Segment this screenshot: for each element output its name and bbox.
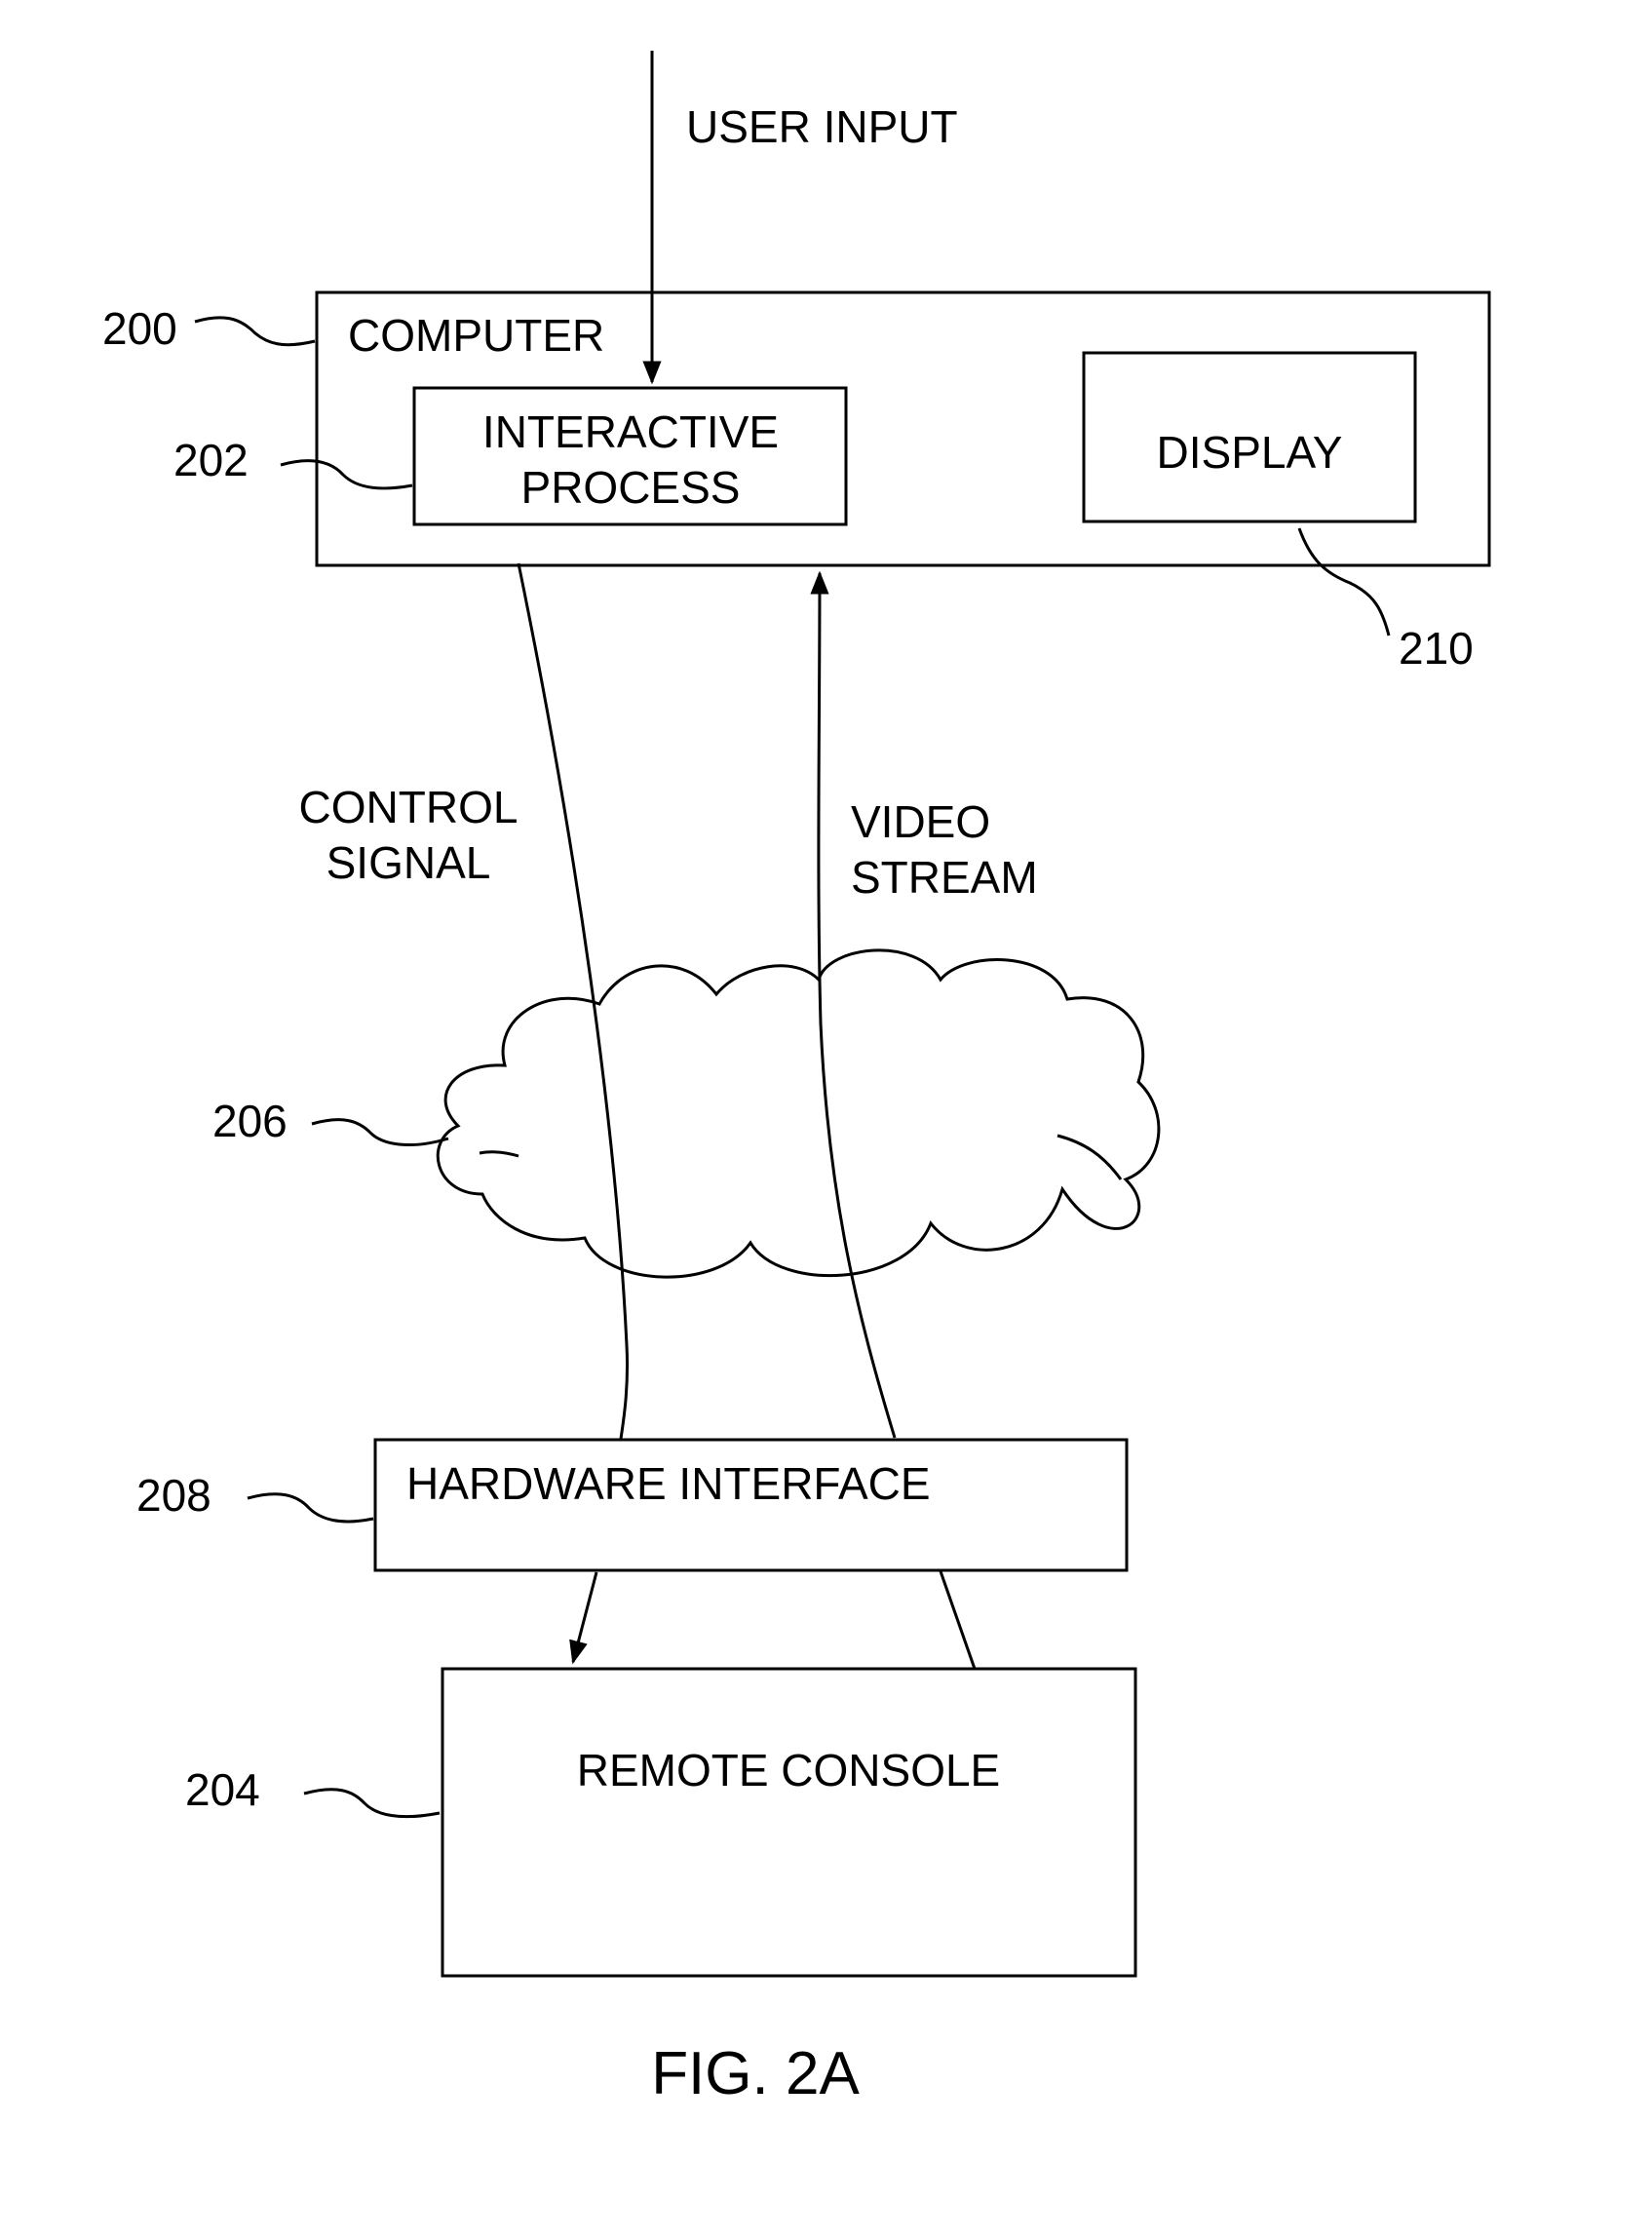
remote-console-leader [304, 1790, 440, 1817]
interactive-process-line2: PROCESS [521, 462, 741, 513]
hardware-interface-label: HARDWARE INTERFACE [406, 1458, 931, 1509]
display-leader [1299, 528, 1389, 636]
hardware-interface-ref: 208 [136, 1470, 211, 1521]
control-signal-line1: CONTROL [299, 782, 519, 832]
remote-console-label: REMOTE CONSOLE [577, 1745, 1001, 1795]
network-leader [312, 1120, 448, 1145]
computer-leader [195, 318, 315, 345]
figure-caption: FIG. 2A [651, 2040, 860, 2107]
interactive-process-leader [281, 461, 412, 488]
video-stream-line1: VIDEO [851, 796, 990, 847]
console-to-hardware-line [941, 1571, 975, 1669]
network-ref: 206 [212, 1096, 288, 1146]
cloud-inner-arc-2 [1057, 1136, 1121, 1179]
control-signal-line [519, 563, 628, 1439]
user-input-label: USER INPUT [686, 101, 958, 152]
interactive-process-line1: INTERACTIVE [482, 406, 779, 457]
hardware-to-console-arrow [573, 1572, 596, 1662]
computer-ref: 200 [102, 303, 177, 354]
video-stream-line2: STREAM [851, 852, 1038, 903]
remote-console-ref: 204 [185, 1764, 260, 1815]
remote-console-box [442, 1669, 1135, 1976]
network-cloud [438, 950, 1159, 1277]
display-label: DISPLAY [1157, 427, 1343, 478]
computer-label: COMPUTER [348, 310, 604, 361]
cloud-inner-arc-1 [480, 1152, 519, 1156]
video-stream-line [819, 573, 895, 1438]
control-signal-line2: SIGNAL [327, 837, 491, 888]
display-ref: 210 [1399, 623, 1474, 674]
interactive-process-ref: 202 [173, 435, 249, 485]
hardware-interface-leader [248, 1494, 373, 1522]
